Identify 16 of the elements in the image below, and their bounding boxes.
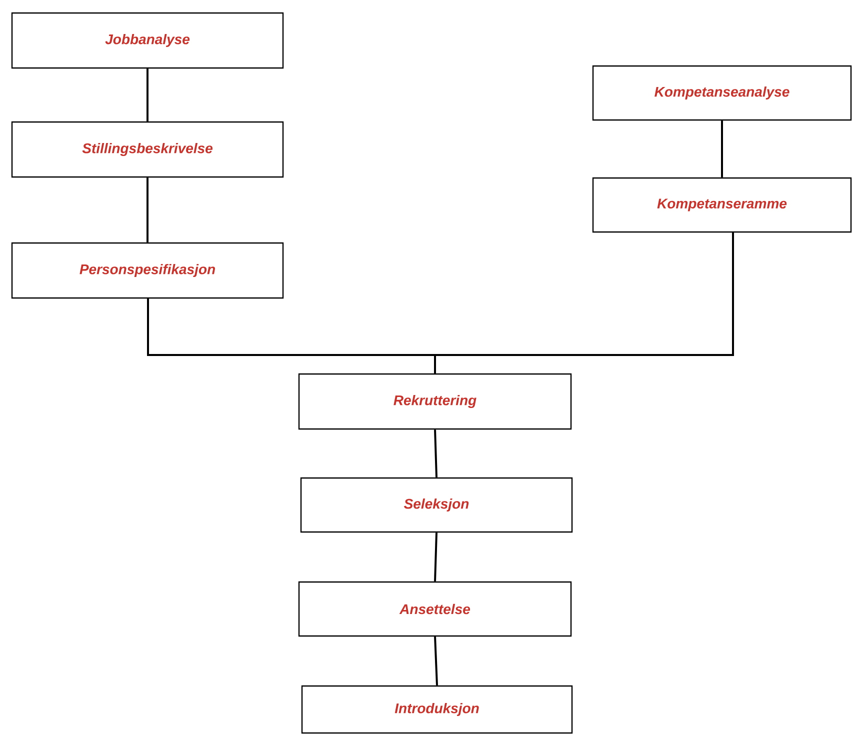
process-box: Ansettelse — [298, 581, 572, 637]
process-box: Stillingsbeskrivelse — [11, 121, 284, 178]
connector-line — [146, 68, 148, 122]
connector-line — [434, 232, 734, 374]
process-box: Rekruttering — [298, 373, 572, 430]
process-box: Kompetanseanalyse — [592, 65, 852, 121]
process-box: Kompetanseramme — [592, 177, 852, 233]
connector-line — [434, 430, 438, 478]
connector-line — [146, 178, 148, 242]
connector-line — [434, 636, 438, 686]
process-box: Seleksjon — [300, 477, 573, 533]
process-box: Introduksjon — [301, 685, 573, 734]
process-box: Personspesifikasjon — [11, 242, 284, 299]
process-box: Jobbanalyse — [11, 12, 284, 69]
connector-line — [721, 120, 723, 178]
connector-line — [434, 532, 438, 582]
